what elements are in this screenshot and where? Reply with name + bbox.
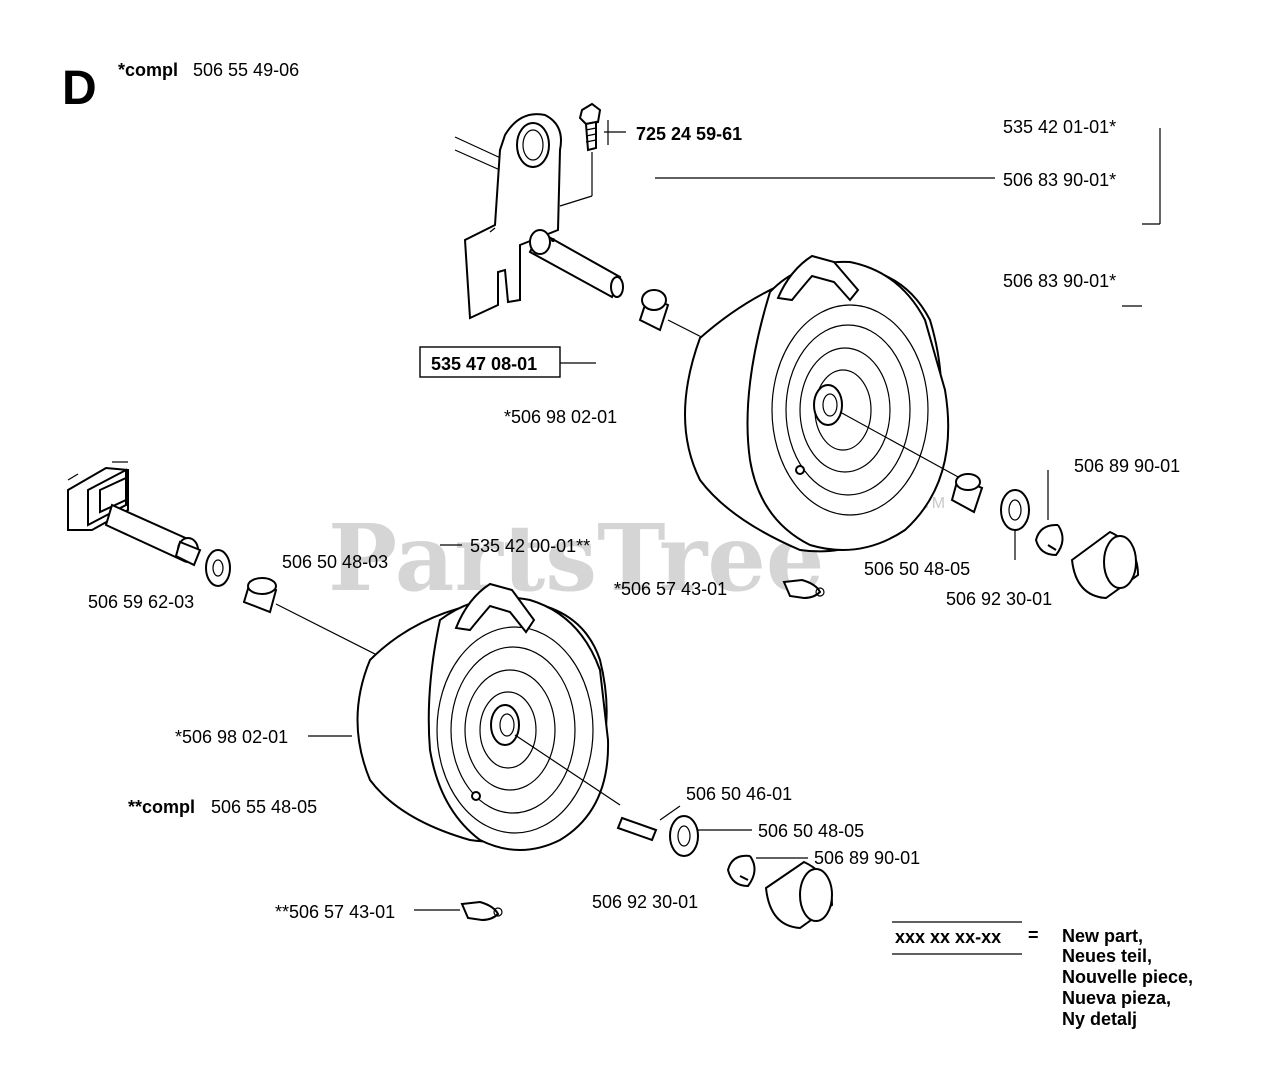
upper-wheel bbox=[684, 254, 961, 553]
lower-key bbox=[616, 805, 681, 842]
label-upper-bushing: 506 50 48-05 bbox=[864, 559, 970, 579]
legend-code: xxx xx xx-xx bbox=[895, 927, 1001, 947]
lower-retaining-ring bbox=[726, 854, 808, 888]
legend-line-1: New part, bbox=[1062, 926, 1143, 946]
label-r2: 506 83 90-01* bbox=[1003, 170, 1116, 190]
watermark-text: PartsTree bbox=[328, 504, 824, 612]
lower-axle-shaft bbox=[104, 503, 202, 567]
bolt-725 bbox=[559, 102, 626, 207]
lower-spacer bbox=[242, 577, 457, 696]
legend-equals: = bbox=[1028, 925, 1039, 945]
label-bolt: 725 24 59-61 bbox=[636, 124, 742, 144]
bracket-plate bbox=[463, 113, 562, 320]
label-lower-wheel: *506 98 02-01 bbox=[175, 727, 288, 747]
watermark: PartsTree TM bbox=[328, 495, 945, 612]
compl-bottom-prefix: **compl bbox=[128, 797, 195, 817]
lower-wheel bbox=[356, 582, 621, 851]
label-upper-wheel: *506 98 02-01 bbox=[504, 407, 617, 427]
upper-axle-stub bbox=[454, 136, 506, 171]
label-bracket-box: 535 47 08-01 bbox=[431, 354, 537, 374]
lower-clip bbox=[414, 900, 503, 922]
label-lower-cap: 506 92 30-01 bbox=[592, 892, 698, 912]
label-upper-cap: 506 92 30-01 bbox=[946, 589, 1052, 609]
upper-bushing bbox=[950, 473, 984, 514]
lower-washer bbox=[205, 549, 231, 587]
legend-line-2: Neues teil, bbox=[1062, 946, 1152, 966]
lower-end-cap bbox=[764, 860, 834, 930]
label-axle-long: 535 42 00-01** bbox=[470, 536, 590, 556]
label-upper-clip: *506 57 43-01 bbox=[614, 579, 727, 599]
compl-top-prefix: *compl bbox=[118, 60, 178, 80]
legend: xxx xx xx-xx = New part, Neues teil, Nou… bbox=[892, 921, 1193, 1029]
label-lower-key: 506 50 46-01 bbox=[686, 784, 792, 804]
label-lower-clip: **506 57 43-01 bbox=[275, 902, 395, 922]
lower-bushing bbox=[669, 815, 752, 857]
compl-bottom-number: 506 55 48-05 bbox=[211, 797, 317, 817]
right-bracket-line bbox=[1142, 128, 1161, 225]
label-r1: 535 42 01-01* bbox=[1003, 117, 1116, 137]
label-lower-washer: 506 59 62-03 bbox=[88, 592, 194, 612]
label-lower-bushing: 506 50 48-05 bbox=[758, 821, 864, 841]
upper-washer bbox=[1000, 489, 1030, 560]
section-letter: D bbox=[62, 62, 97, 115]
legend-line-5: Ny detalj bbox=[1062, 1009, 1137, 1029]
compl-top-number: 506 55 49-06 bbox=[193, 60, 299, 80]
legend-line-3: Nouvelle piece, bbox=[1062, 967, 1193, 987]
upper-end-cap bbox=[1070, 530, 1140, 600]
upper-retaining-ring bbox=[1034, 470, 1064, 557]
upper-shaft bbox=[528, 229, 624, 299]
legend-line-4: Nueva pieza, bbox=[1062, 988, 1171, 1008]
label-lower-spacer: 506 50 48-03 bbox=[282, 552, 388, 572]
label-upper-ring: 506 89 90-01 bbox=[1074, 456, 1180, 476]
upper-clip bbox=[782, 578, 825, 600]
bracket-part-number-box: 535 47 08-01 bbox=[419, 346, 596, 378]
label-r3: 506 83 90-01* bbox=[1003, 271, 1116, 291]
label-lower-ring: 506 89 90-01 bbox=[814, 848, 920, 868]
